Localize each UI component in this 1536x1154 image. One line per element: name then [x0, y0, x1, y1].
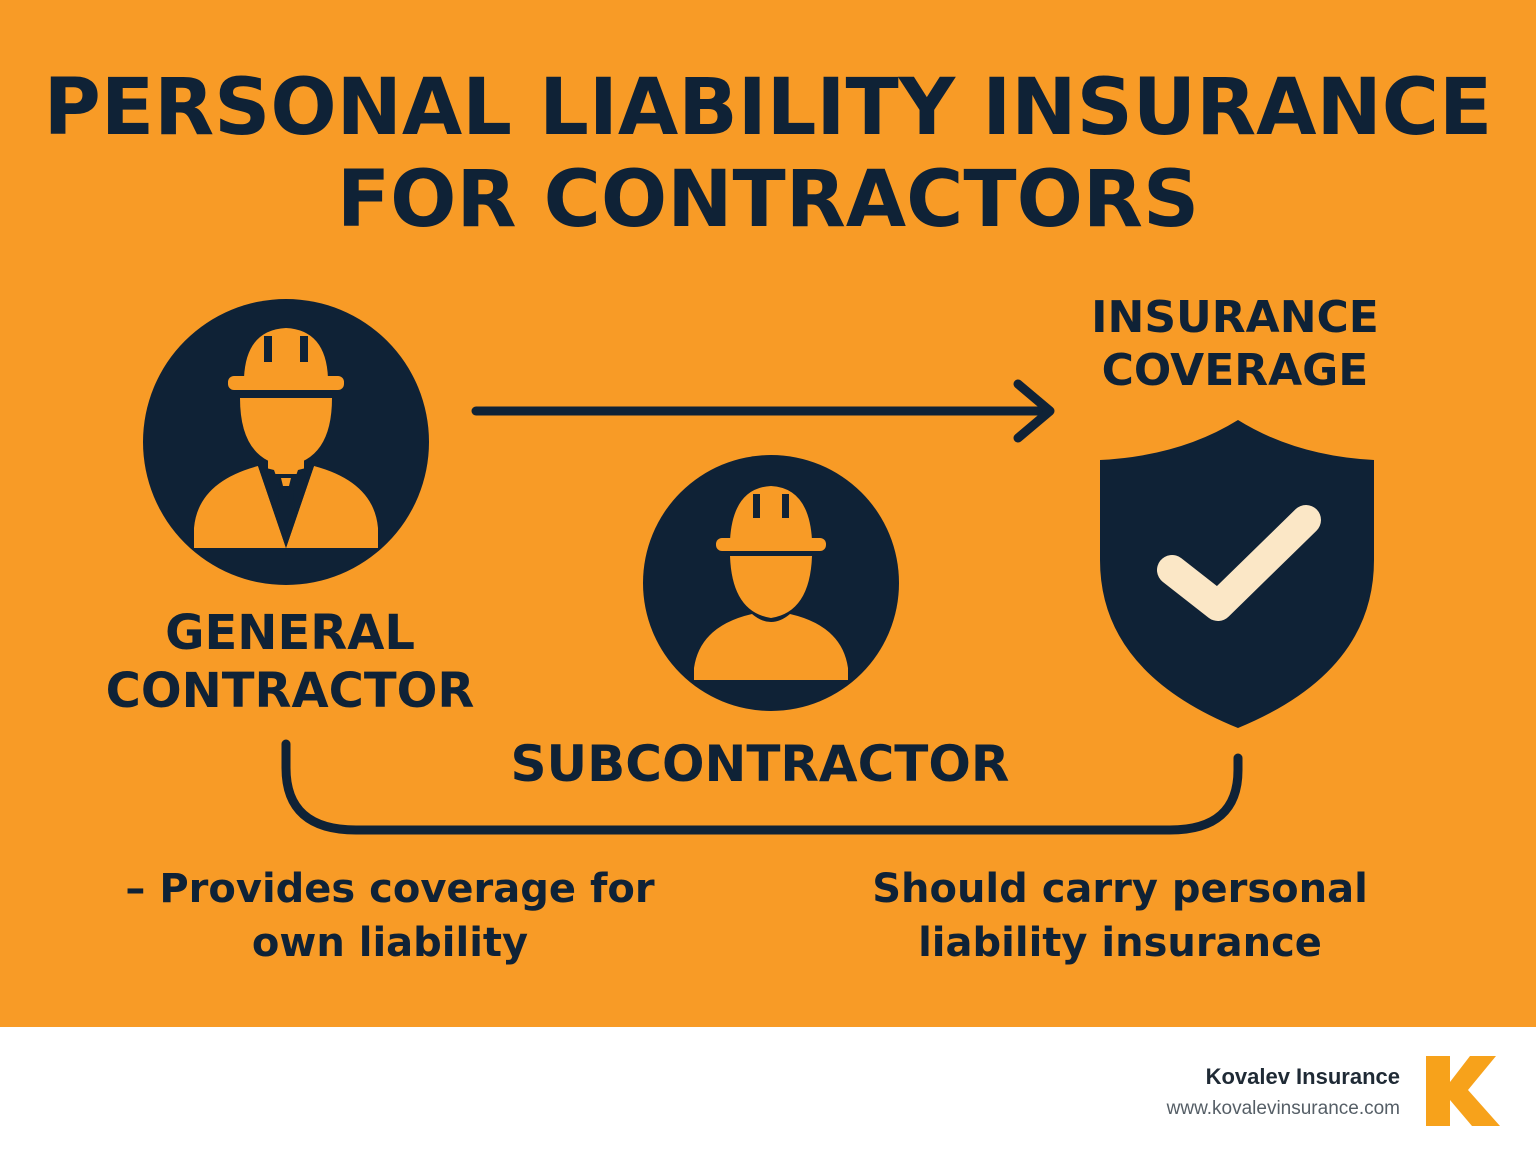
contractor-hardhat-tie-icon: [143, 299, 429, 585]
general-contractor-note-line-1: – Provides coverage for: [125, 866, 655, 912]
title-line-2: FOR CONTRACTORS: [336, 155, 1200, 245]
general-contractor-note-line-2: own liability: [251, 920, 529, 966]
subcontractor-note-line-2: liability insurance: [918, 920, 1322, 966]
general-contractor-note: – Provides coverage for own liability: [90, 862, 690, 970]
arrow-to-coverage: [471, 379, 1055, 443]
worker-hardhat-icon: [643, 455, 899, 711]
subcontractor-note: Should carry personal liability insuranc…: [830, 862, 1410, 970]
insurance-coverage-label: INSURANCE COVERAGE: [1060, 291, 1410, 397]
insurance-coverage-label-line-2: COVERAGE: [1101, 345, 1369, 396]
insurance-coverage-label-line-1: INSURANCE: [1091, 292, 1379, 343]
brand-name: Kovalev Insurance: [1205, 1064, 1400, 1089]
subcontractor-note-line-1: Should carry personal: [872, 866, 1368, 912]
diagram-graphics: [143, 299, 1374, 835]
shield-check-icon: [1100, 420, 1374, 728]
title-line-1: PERSONAL LIABILITY INSURANCE: [43, 63, 1493, 153]
general-contractor-label: GENERAL CONTRACTOR: [80, 604, 500, 720]
subcontractor-label: SUBCONTRACTOR: [510, 735, 1010, 793]
kovalev-logo-icon: [1426, 1056, 1500, 1126]
page-title: PERSONAL LIABILITY INSURANCE FOR CONTRAC…: [0, 62, 1536, 246]
connector-bracket: [281, 739, 1243, 835]
brand-url: www.kovalevinsurance.com: [1166, 1098, 1400, 1119]
general-contractor-label-line-2: CONTRACTOR: [105, 663, 475, 719]
general-contractor-label-line-1: GENERAL: [165, 605, 415, 661]
